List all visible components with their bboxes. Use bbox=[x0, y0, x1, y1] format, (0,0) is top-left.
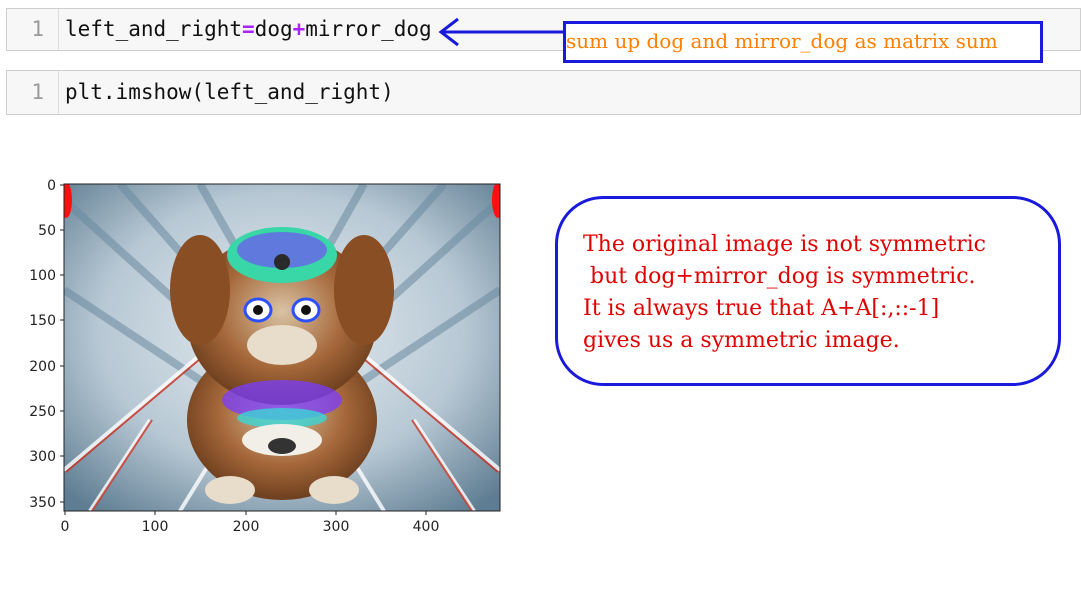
code-token: mirror_dog bbox=[305, 17, 432, 41]
code-operator: = bbox=[242, 17, 255, 41]
code-cell-2[interactable]: 1 plt.imshow(left_and_right) bbox=[6, 70, 1081, 115]
code-token: left_and_right bbox=[65, 17, 243, 41]
left-arrow-icon bbox=[438, 17, 564, 47]
x-tick-label: 0 bbox=[61, 519, 70, 535]
x-tick-label: 100 bbox=[142, 519, 169, 535]
x-tick-label: 200 bbox=[233, 519, 260, 535]
y-tick-label: 250 bbox=[29, 404, 56, 420]
dog-image bbox=[64, 184, 500, 511]
note-text: The original image is not symmetric but … bbox=[583, 229, 1048, 357]
x-tick-label: 300 bbox=[323, 519, 350, 535]
note-line: The original image is not symmetric bbox=[583, 232, 986, 257]
y-tick-label: 350 bbox=[29, 495, 56, 511]
note-line: gives us a symmetric image. bbox=[583, 328, 900, 353]
annotation-box: sum up dog and mirror_dog as matrix sum bbox=[563, 21, 1043, 63]
note-line: but dog+mirror_dog is symmetric. bbox=[583, 264, 976, 289]
y-tick-label: 0 bbox=[47, 178, 56, 194]
code-line[interactable]: plt.imshow(left_and_right) bbox=[65, 80, 394, 104]
y-tick-label: 100 bbox=[29, 268, 56, 284]
note-bubble: The original image is not symmetric but … bbox=[555, 196, 1061, 386]
y-tick-label: 50 bbox=[38, 223, 56, 239]
y-tick-label: 150 bbox=[29, 313, 56, 329]
code-token: dog bbox=[254, 17, 293, 41]
line-number: 1 bbox=[7, 71, 59, 114]
code-line[interactable]: left_and_right=dog+mirror_dog bbox=[65, 9, 432, 50]
note-line: It is always true that A+A[:,::-1] bbox=[583, 296, 940, 321]
x-tick-label: 400 bbox=[413, 519, 440, 535]
y-tick-label: 200 bbox=[29, 359, 56, 375]
code-operator: + bbox=[292, 17, 306, 41]
image-output-plot: 0 50 100 150 200 250 300 350 0 100 200 3… bbox=[29, 178, 501, 535]
line-number: 1 bbox=[7, 9, 59, 50]
y-tick-label: 300 bbox=[29, 449, 56, 465]
